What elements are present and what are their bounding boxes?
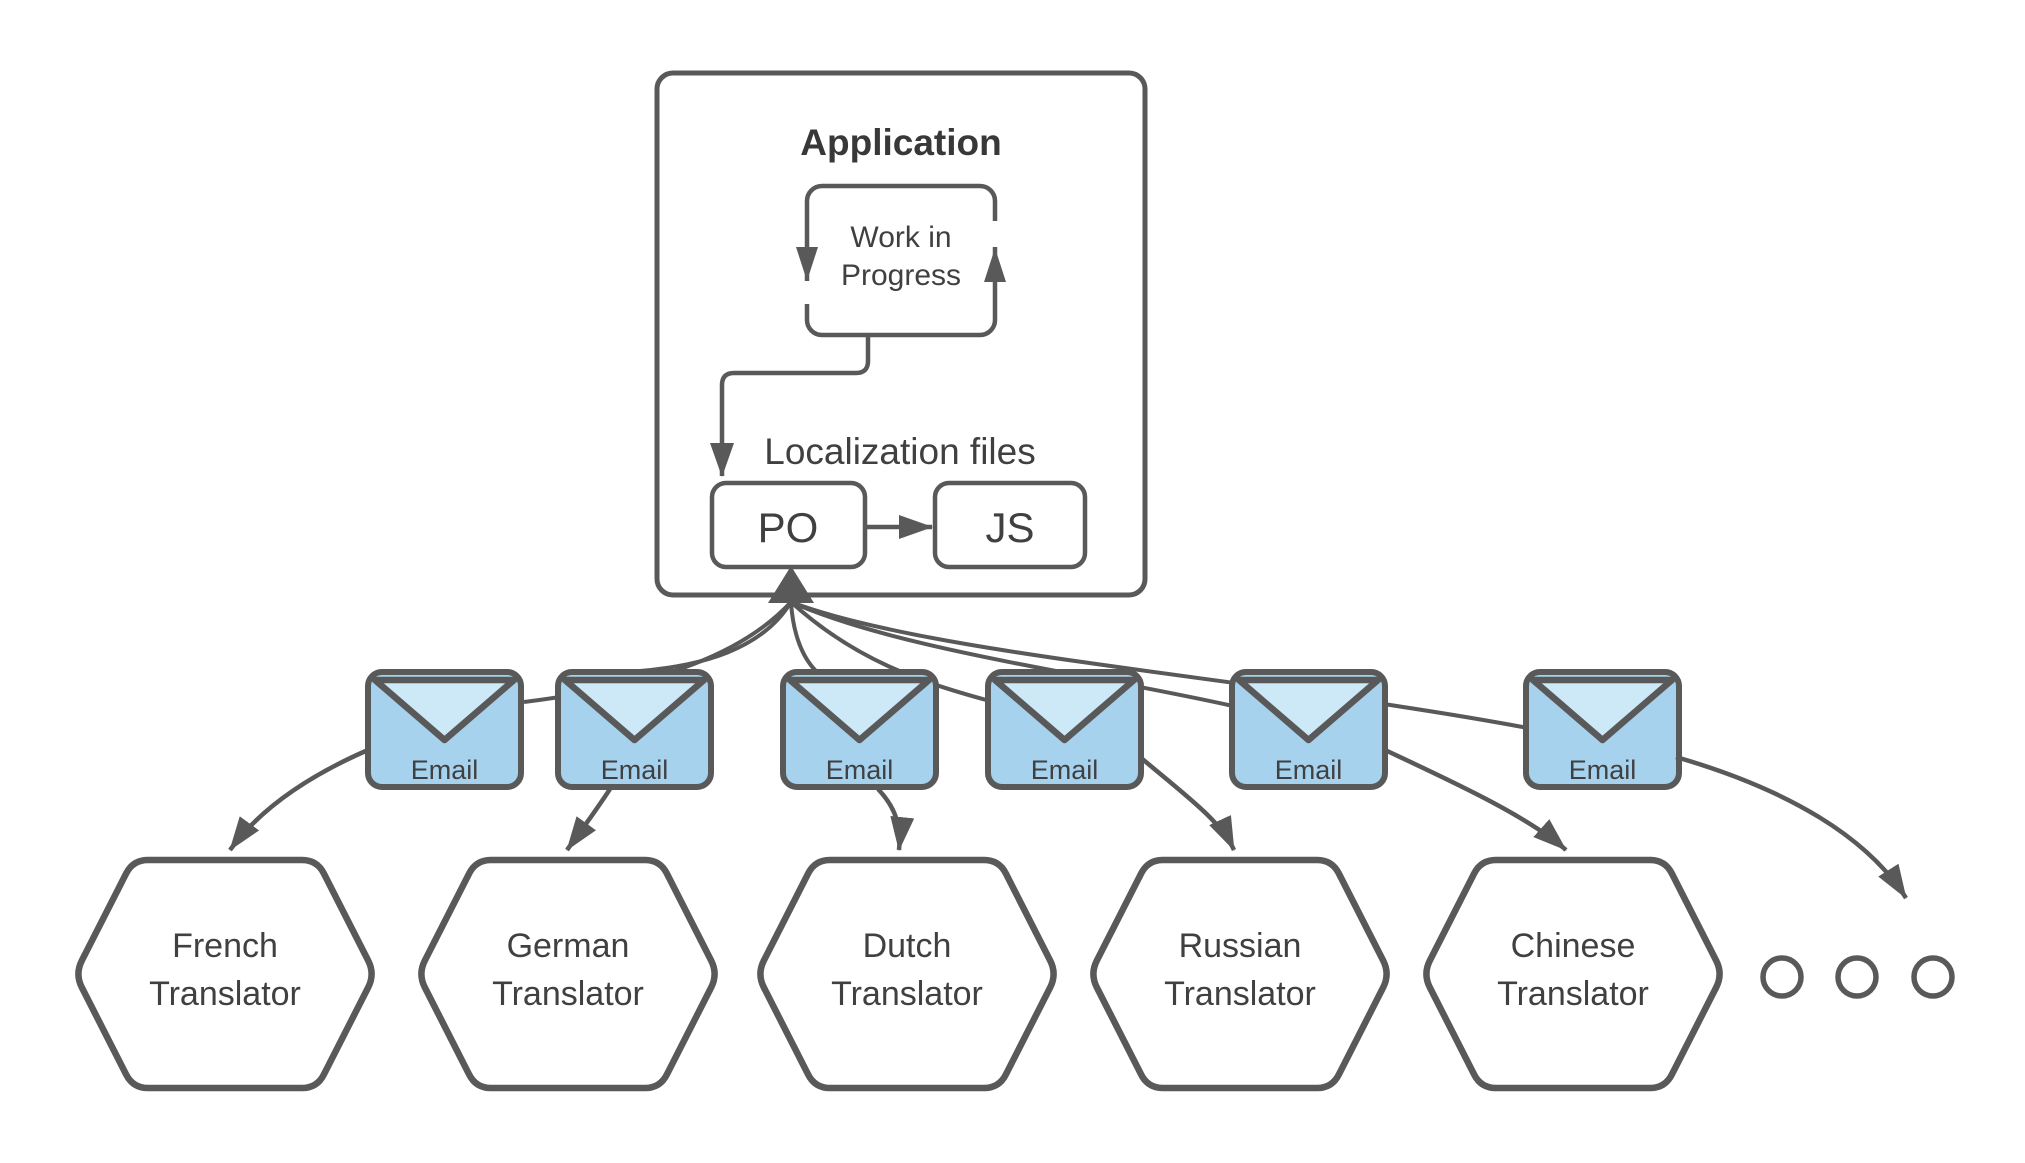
email-3-to-translator-arrow	[876, 787, 915, 851]
email-4-to-po-curve	[789, 600, 991, 703]
ellipsis-dot-icon	[1760, 955, 1804, 999]
wip-to-po-arrow	[710, 335, 871, 477]
email-5-to-translator-arrow	[1384, 747, 1568, 852]
js-file-node: JS	[932, 480, 1088, 570]
js-label: JS	[985, 504, 1034, 551]
application-title: Application	[800, 122, 1001, 163]
ellipsis-dot-icon	[1911, 955, 1955, 999]
email-label: Email	[1031, 755, 1099, 785]
email-node: Email	[1229, 669, 1388, 790]
email-label: Email	[601, 755, 669, 785]
email-to-translator-arrows-layer	[228, 747, 1908, 900]
ellipsis-dot-icon	[1835, 955, 1879, 999]
translator-label-line2: Translator	[1497, 975, 1649, 1013]
translator-label-line2: Translator	[831, 975, 983, 1013]
application-node: Application Work in Progress Localizatio…	[654, 70, 1148, 598]
translator-label-line1: Russian	[1179, 927, 1302, 965]
cycle-down-arrow-icon	[796, 247, 818, 281]
work-in-progress-node: Work in Progress	[796, 183, 1006, 338]
emails-layer: Email Email Email Email Email Email	[365, 669, 1682, 790]
translator-label-line2: Translator	[492, 975, 644, 1013]
email-node: Email	[555, 669, 714, 790]
translator-label-line2: Translator	[149, 975, 301, 1013]
cycle-gap-left	[801, 281, 813, 304]
email-label: Email	[826, 755, 894, 785]
more-translators-ellipsis	[1760, 955, 1955, 999]
translator-label-line1: German	[507, 927, 630, 965]
translator-hexagon	[75, 856, 375, 1092]
translator-hexagon	[1423, 856, 1723, 1092]
translators-layer: FrenchTranslatorGermanTranslatorDutchTra…	[75, 856, 1723, 1092]
email-node: Email	[780, 669, 939, 790]
envelope-flap-icon	[1529, 676, 1676, 744]
email-label: Email	[1275, 755, 1343, 785]
email-6-to-translator-arrow	[1675, 754, 1908, 900]
wip-label-line2: Progress	[841, 259, 961, 292]
email-node: Email	[365, 669, 524, 790]
po-label: PO	[758, 504, 819, 551]
translator-hexagon	[418, 856, 718, 1092]
translator-hexagon	[1090, 856, 1390, 1092]
localization-files-label: Localization files	[764, 431, 1035, 472]
email-5-to-po-curve	[790, 600, 1234, 708]
email-1-to-translator-arrow	[228, 747, 369, 852]
email-6-to-po-curve	[790, 600, 1529, 730]
js-box	[932, 480, 1088, 570]
email-4-to-translator-arrow	[1138, 755, 1237, 851]
converging-arrowhead-icon	[768, 566, 814, 603]
envelope-flap-icon	[561, 676, 708, 744]
email-label: Email	[1569, 755, 1637, 785]
translator-label-line1: French	[172, 927, 278, 965]
email-node: Email	[1523, 669, 1682, 790]
po-file-node: PO	[709, 480, 868, 570]
translator-label-line2: Translator	[1164, 975, 1316, 1013]
translator-label-line1: Chinese	[1511, 927, 1636, 965]
translator-label-line1: Dutch	[863, 927, 952, 965]
envelope-flap-icon	[371, 676, 518, 744]
cycle-gap-right	[989, 221, 1001, 247]
email-2-to-po-curve	[639, 600, 793, 673]
email-node: Email	[985, 669, 1144, 790]
email-label: Email	[411, 755, 479, 785]
envelope-flap-icon	[1235, 676, 1382, 744]
wip-label-line1: Work in	[850, 221, 951, 254]
envelope-flap-icon	[786, 676, 933, 744]
email-3-to-po-curve	[789, 601, 818, 673]
envelope-flap-icon	[991, 676, 1138, 744]
email-2-to-translator-arrow	[565, 787, 612, 852]
cycle-up-arrow-icon	[984, 248, 1006, 282]
translator-hexagon	[757, 856, 1057, 1092]
